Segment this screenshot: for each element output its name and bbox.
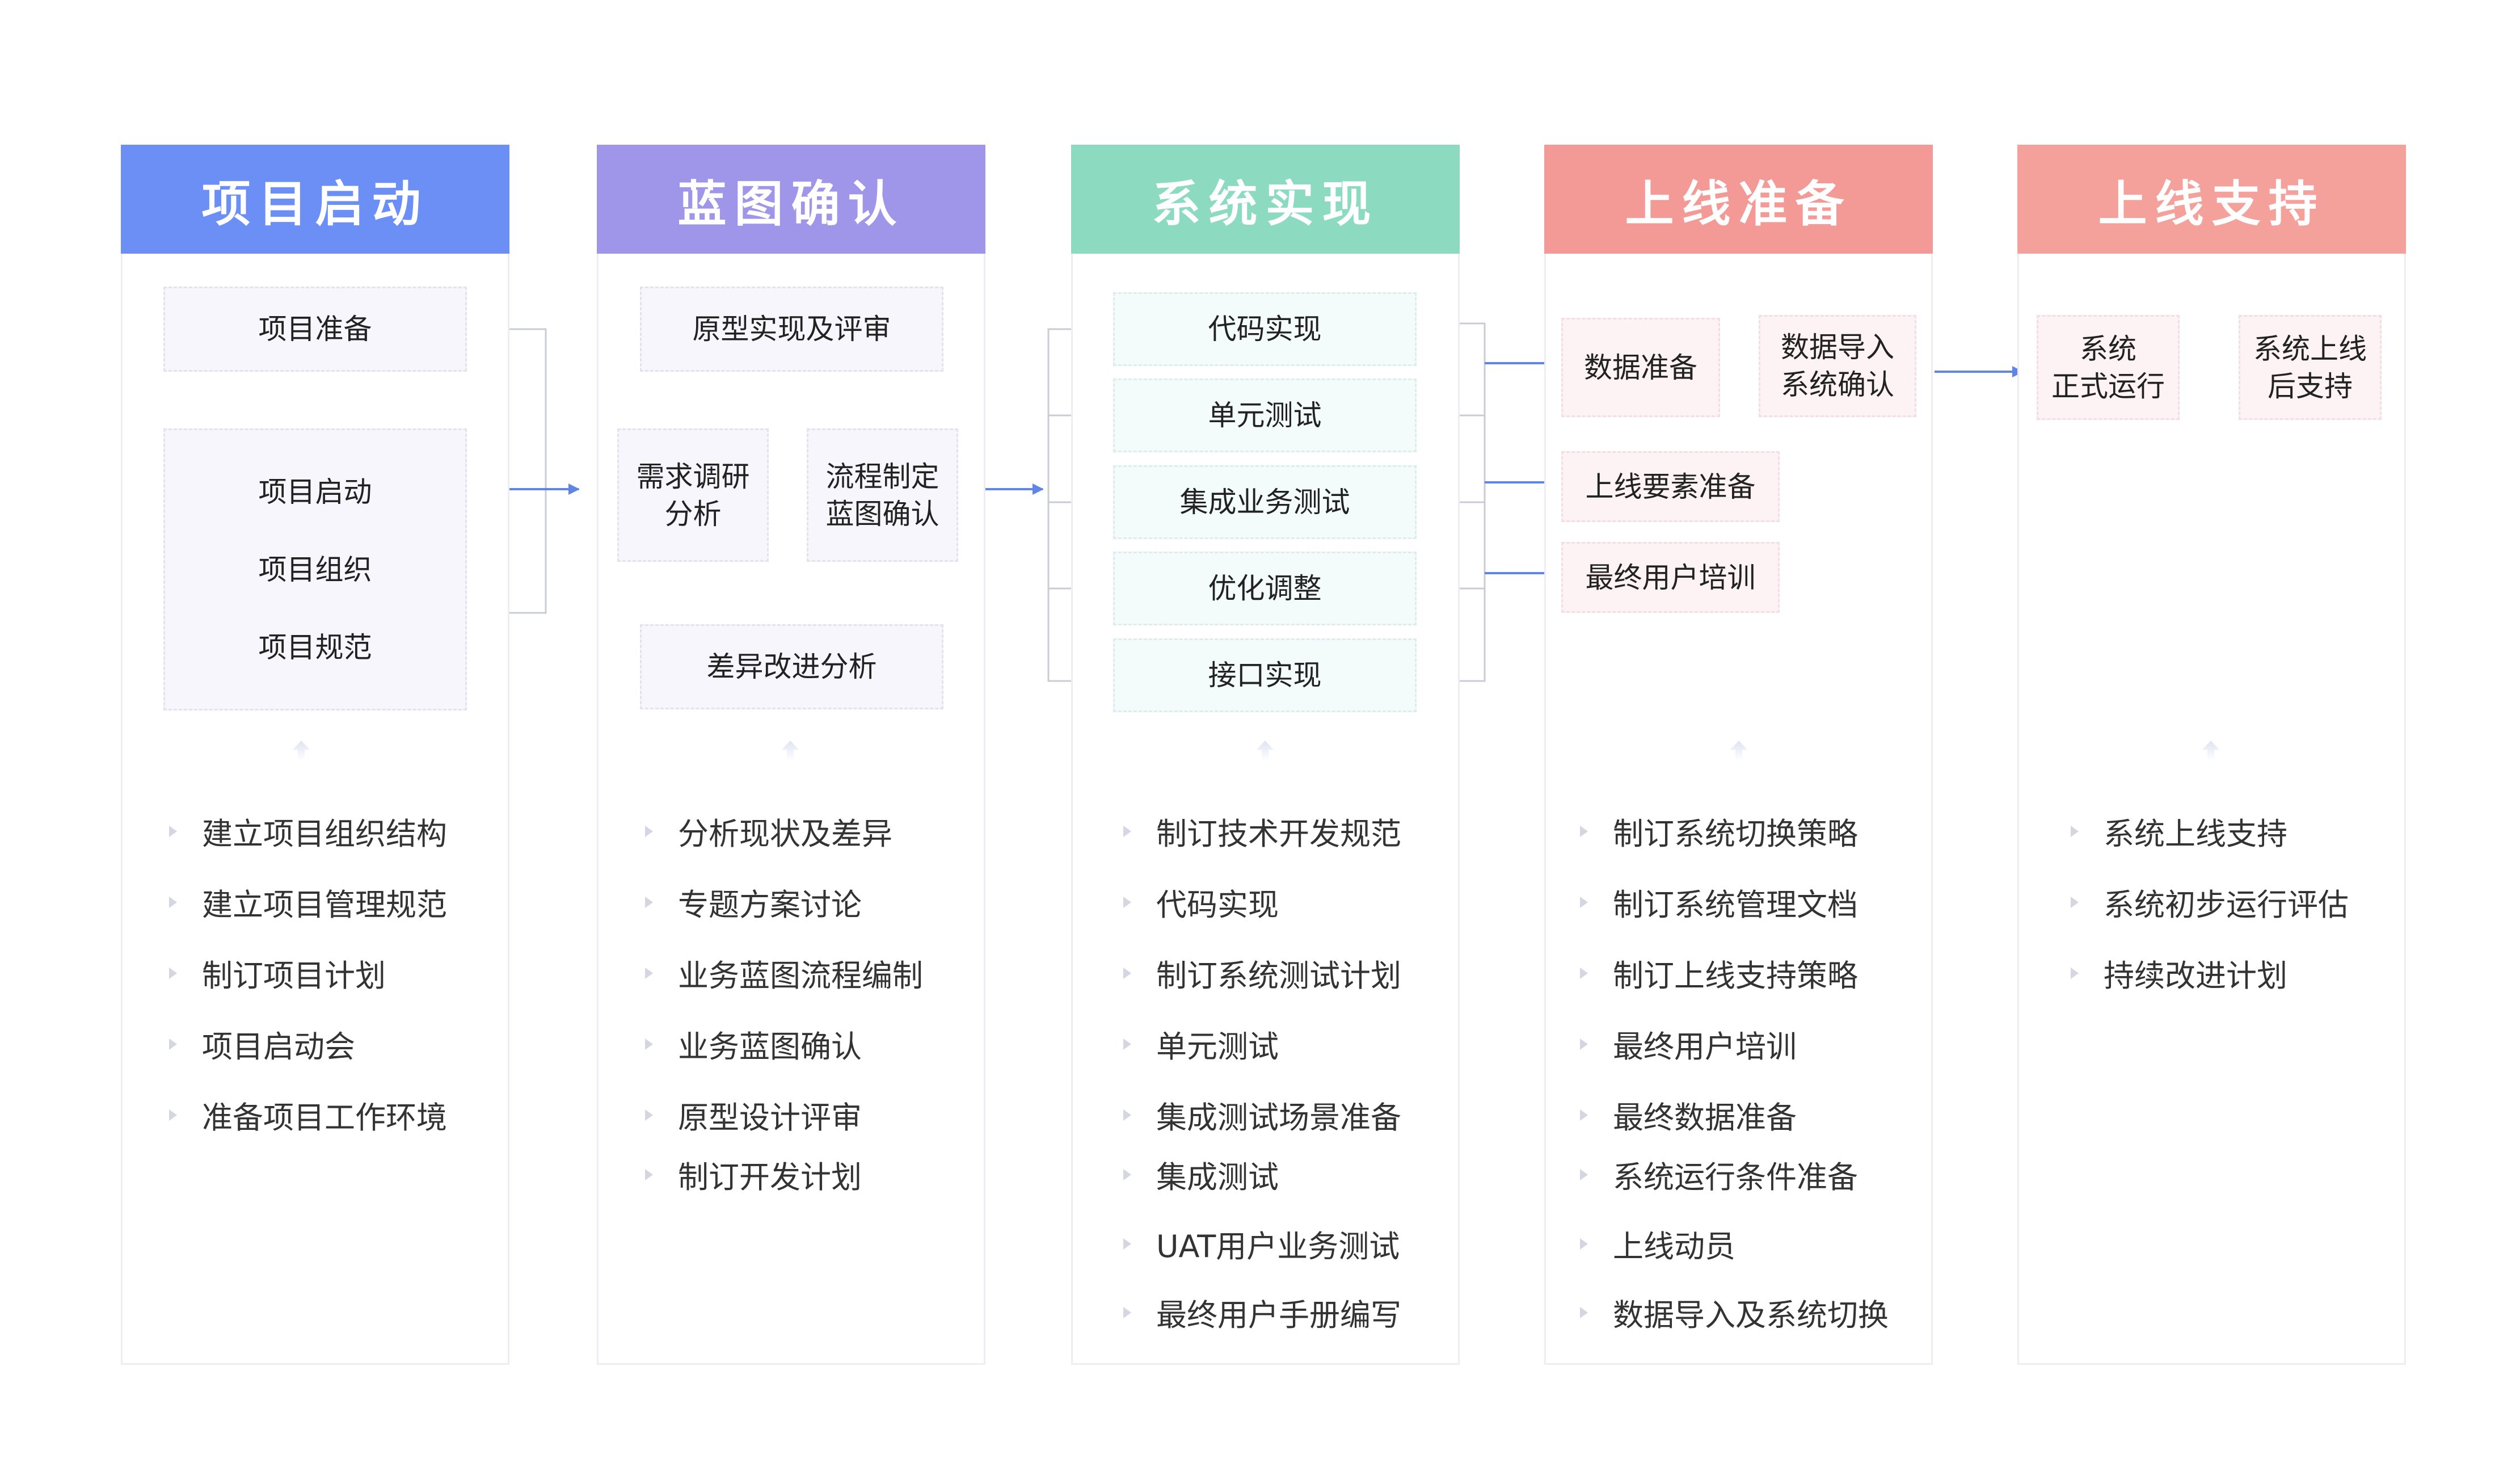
bullet-icon	[645, 1109, 653, 1121]
activity-item: 集成测试	[1123, 1152, 1279, 1197]
task-box-interface: 接口实现	[1113, 638, 1417, 712]
bullet-icon	[1123, 1109, 1131, 1121]
bullet-icon	[1123, 825, 1131, 837]
task-box-user-training: 最终用户培训	[1561, 542, 1780, 613]
activity-item: 分析现状及差异	[645, 809, 892, 853]
task-box-data-prep: 数据准备	[1561, 318, 1720, 417]
bullet-icon	[2071, 896, 2079, 908]
task-box-code: 代码实现	[1113, 292, 1417, 366]
bullet-icon	[1123, 1168, 1131, 1180]
task-box-project-prep: 项目准备	[163, 287, 467, 372]
activity-item: 最终数据准备	[1580, 1092, 1797, 1137]
stage-title-4: 上线准备	[1544, 145, 1933, 254]
task-box-post-launch: 系统上线 后支持	[2239, 315, 2382, 420]
task-box-data-import: 数据导入 系统确认	[1759, 315, 1916, 417]
bullet-icon	[169, 896, 177, 908]
activity-item: 制订项目计划	[169, 951, 386, 995]
activity-item: 制订开发计划	[645, 1152, 862, 1197]
activity-item: 业务蓝图确认	[645, 1021, 862, 1066]
activity-item: 制订系统测试计划	[1123, 951, 1401, 995]
task-box-unit-test: 单元测试	[1113, 379, 1417, 452]
activity-item: 制订技术开发规范	[1123, 809, 1401, 853]
bullet-icon	[1580, 825, 1588, 837]
activity-item: 单元测试	[1123, 1021, 1279, 1066]
stage-title-3: 系统实现	[1071, 145, 1460, 254]
bullet-icon	[169, 1109, 177, 1121]
bullet-icon	[1123, 1238, 1131, 1250]
task-box-optimize: 优化调整	[1113, 552, 1417, 625]
bullet-icon	[1123, 967, 1131, 979]
activity-item: 持续改进计划	[2071, 951, 2287, 995]
activity-item: 系统初步运行评估	[2071, 880, 2349, 924]
activity-item: 建立项目管理规范	[169, 880, 447, 924]
bullet-icon	[1580, 1038, 1588, 1050]
bullet-icon	[169, 825, 177, 837]
activity-item: 制订上线支持策略	[1580, 951, 1858, 995]
bullet-icon	[2071, 967, 2079, 979]
task-box-requirements: 需求调研 分析	[617, 428, 769, 562]
bullet-icon	[645, 1038, 653, 1050]
activity-item: 数据导入及系统切换	[1580, 1290, 1889, 1335]
bullet-icon	[645, 825, 653, 837]
activity-item: 上线动员	[1580, 1221, 1735, 1266]
activity-item: 系统上线支持	[2071, 809, 2287, 853]
bullet-icon	[1580, 1109, 1588, 1121]
stage-title-5: 上线支持	[2017, 145, 2406, 254]
activity-item: 制订系统管理文档	[1580, 880, 1858, 924]
activity-item: 专题方案讨论	[645, 880, 862, 924]
task-box-process-blueprint: 流程制定 蓝图确认	[807, 428, 958, 562]
activity-item: 制订系统切换策略	[1580, 809, 1858, 853]
task-project-norms: 项目规范	[258, 630, 372, 664]
activity-item: 系统运行条件准备	[1580, 1152, 1858, 1197]
activity-item: 原型设计评审	[645, 1092, 862, 1137]
task-box-go-live: 系统 正式运行	[2037, 315, 2180, 420]
bullet-icon	[645, 967, 653, 979]
bullet-icon	[169, 1038, 177, 1050]
task-box-launch-elements: 上线要素准备	[1561, 451, 1780, 522]
task-box-integration-test: 集成业务测试	[1113, 465, 1417, 539]
task-project-org: 项目组织	[258, 553, 372, 586]
activity-item: 最终用户手册编写	[1123, 1290, 1401, 1335]
activity-item: 项目启动会	[169, 1021, 355, 1066]
bullet-icon	[2071, 825, 2079, 837]
task-box-prototype-review: 原型实现及评审	[640, 287, 943, 372]
activity-item: 业务蓝图流程编制	[645, 951, 923, 995]
stage-title-2: 蓝图确认	[597, 145, 985, 254]
bullet-icon	[645, 1168, 653, 1180]
activity-item: 建立项目组织结构	[169, 809, 447, 853]
activity-item: 集成测试场景准备	[1123, 1092, 1401, 1137]
activity-item: UAT用户业务测试	[1123, 1221, 1400, 1266]
activity-item: 最终用户培训	[1580, 1021, 1797, 1066]
bullet-icon	[169, 967, 177, 979]
bullet-icon	[1580, 1238, 1588, 1250]
stage-title-1: 项目启动	[121, 145, 509, 254]
bullet-icon	[645, 896, 653, 908]
activity-item: 准备项目工作环境	[169, 1092, 447, 1137]
task-box-gap-analysis: 差异改进分析	[640, 624, 943, 709]
bullet-icon	[1580, 1168, 1588, 1180]
bullet-icon	[1580, 1306, 1588, 1318]
bullet-icon	[1123, 1306, 1131, 1318]
activity-item: 代码实现	[1123, 880, 1279, 924]
bullet-icon	[1123, 896, 1131, 908]
task-box-group: 项目启动 项目组织 项目规范	[163, 428, 467, 710]
bullet-icon	[1580, 967, 1588, 979]
bullet-icon	[1123, 1038, 1131, 1050]
task-project-start: 项目启动	[258, 475, 372, 508]
bullet-icon	[1580, 896, 1588, 908]
